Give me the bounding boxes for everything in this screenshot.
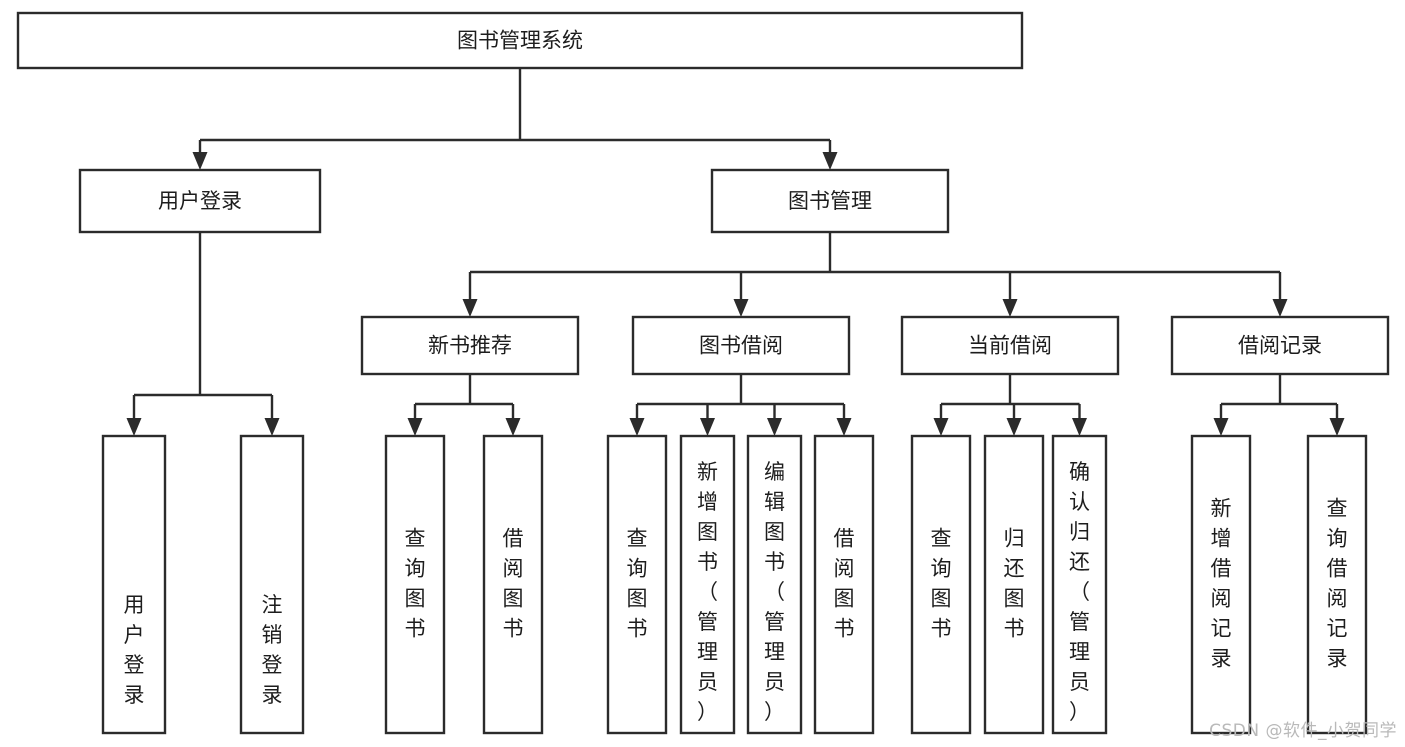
node-leaf-return-book[interactable]: 归还图书 [983, 434, 1045, 735]
node-box-leaf-add-book[interactable] [679, 434, 736, 735]
arrow-head-icon [933, 418, 949, 436]
arrow-head-icon [505, 418, 521, 436]
node-label-leaf-return-book: 归还图书 [1004, 527, 1025, 641]
arrow-head-icon [462, 299, 478, 317]
node-label-user-login: 用户登录 [158, 189, 242, 213]
node-box-leaf-borrow-book-1[interactable] [482, 434, 544, 735]
arrow-head-icon [1006, 418, 1022, 436]
node-box-current-borrow[interactable] [900, 315, 1120, 376]
node-leaf-query-book-3[interactable]: 查询图书 [910, 434, 972, 735]
node-leaf-query-book-2[interactable]: 查询图书 [606, 434, 668, 735]
connector-root-to-level1 [192, 68, 838, 170]
node-user-login[interactable]: 用户登录 [78, 168, 322, 234]
csdn-watermark: CSDN @软件_小贺同学 [1209, 721, 1397, 741]
arrow-head-icon [1329, 418, 1345, 436]
node-leaf-add-book[interactable]: 新增图书（管理员） [679, 434, 736, 735]
node-label-leaf-logout: 注销登录 [262, 593, 283, 707]
node-leaf-borrow-book-2[interactable]: 借阅图书 [813, 434, 875, 735]
arrow-head-icon [264, 418, 280, 436]
node-box-leaf-user-login[interactable] [101, 434, 167, 735]
node-leaf-confirm-return[interactable]: 确认归还（管理员） [1051, 434, 1108, 735]
node-label-root: 图书管理系统 [457, 29, 583, 53]
arrow-head-icon [1213, 418, 1229, 436]
connector-layer [126, 68, 1345, 436]
arrow-head-icon [126, 418, 142, 436]
node-label-leaf-confirm-return: 确认归还（管理员） [1069, 460, 1090, 724]
arrow-head-icon [700, 418, 715, 436]
node-current-borrow[interactable]: 当前借阅 [900, 315, 1120, 376]
arrow-head-icon [767, 418, 782, 436]
node-box-leaf-query-book-3[interactable] [910, 434, 972, 735]
node-layer: 图书管理系统用户登录图书管理新书推荐图书借阅当前借阅借阅记录用户登录注销登录查询… [16, 11, 1390, 735]
node-leaf-borrow-book-1[interactable]: 借阅图书 [482, 434, 544, 735]
node-label-current-borrow: 当前借阅 [968, 334, 1052, 358]
node-label-book-management: 图书管理 [788, 189, 872, 213]
connector-bookmgmt-to-level2 [462, 232, 1288, 317]
node-box-leaf-borrow-book-2[interactable] [813, 434, 875, 735]
node-label-leaf-query-book-3: 查询图书 [931, 527, 952, 641]
node-box-leaf-add-record[interactable] [1190, 434, 1252, 735]
node-box-borrow-record[interactable] [1170, 315, 1390, 376]
node-label-book-borrow: 图书借阅 [699, 334, 783, 358]
node-label-leaf-query-book-1: 查询图书 [405, 527, 426, 641]
connector-current-to-leaves [933, 374, 1087, 436]
node-leaf-query-record[interactable]: 查询借阅记录 [1306, 434, 1368, 735]
node-label-new-book-recommend: 新书推荐 [428, 334, 512, 358]
connector-recommend-to-leaves [407, 374, 521, 436]
arrow-head-icon [629, 418, 645, 436]
arrow-head-icon [822, 152, 838, 170]
arrow-head-icon [1272, 299, 1288, 317]
node-box-new-book-recommend[interactable] [360, 315, 580, 376]
node-new-book-recommend[interactable]: 新书推荐 [360, 315, 580, 376]
node-leaf-edit-book[interactable]: 编辑图书（管理员） [746, 434, 803, 735]
connector-record-to-leaves [1213, 374, 1345, 436]
arrow-head-icon [1072, 418, 1087, 436]
node-leaf-add-record[interactable]: 新增借阅记录 [1190, 434, 1252, 735]
node-box-book-borrow[interactable] [631, 315, 851, 376]
node-label-leaf-borrow-book-2: 借阅图书 [834, 527, 855, 641]
arrow-head-icon [1002, 299, 1018, 317]
node-box-leaf-query-book-2[interactable] [606, 434, 668, 735]
arrow-head-icon [836, 418, 852, 436]
node-box-leaf-return-book[interactable] [983, 434, 1045, 735]
node-box-root[interactable] [16, 11, 1024, 70]
node-box-leaf-query-record[interactable] [1306, 434, 1368, 735]
node-leaf-user-login[interactable]: 用户登录 [101, 434, 167, 735]
arrow-head-icon [192, 152, 208, 170]
node-box-leaf-logout[interactable] [239, 434, 305, 735]
node-box-leaf-edit-book[interactable] [746, 434, 803, 735]
node-box-user-login[interactable] [78, 168, 322, 234]
connector-borrow-to-leaves [629, 374, 852, 436]
node-label-borrow-record: 借阅记录 [1238, 334, 1322, 358]
node-borrow-record[interactable]: 借阅记录 [1170, 315, 1390, 376]
node-box-leaf-query-book-1[interactable] [384, 434, 446, 735]
node-label-leaf-add-record: 新增借阅记录 [1211, 497, 1232, 671]
node-label-leaf-user-login: 用户登录 [124, 593, 145, 707]
node-leaf-query-book-1[interactable]: 查询图书 [384, 434, 446, 735]
connector-user-login-to-leaves [126, 232, 280, 436]
node-label-leaf-add-book: 新增图书（管理员） [697, 460, 718, 724]
node-box-book-management[interactable] [710, 168, 950, 234]
node-label-leaf-borrow-book-1: 借阅图书 [503, 527, 524, 641]
node-book-management[interactable]: 图书管理 [710, 168, 950, 234]
node-box-leaf-confirm-return[interactable] [1051, 434, 1108, 735]
arrow-head-icon [407, 418, 423, 436]
node-root[interactable]: 图书管理系统 [16, 11, 1024, 70]
node-label-leaf-edit-book: 编辑图书（管理员） [764, 460, 785, 724]
node-label-leaf-query-record: 查询借阅记录 [1327, 497, 1348, 671]
node-leaf-logout[interactable]: 注销登录 [239, 434, 305, 735]
node-label-leaf-query-book-2: 查询图书 [627, 527, 648, 641]
node-book-borrow[interactable]: 图书借阅 [631, 315, 851, 376]
arrow-head-icon [733, 299, 749, 317]
